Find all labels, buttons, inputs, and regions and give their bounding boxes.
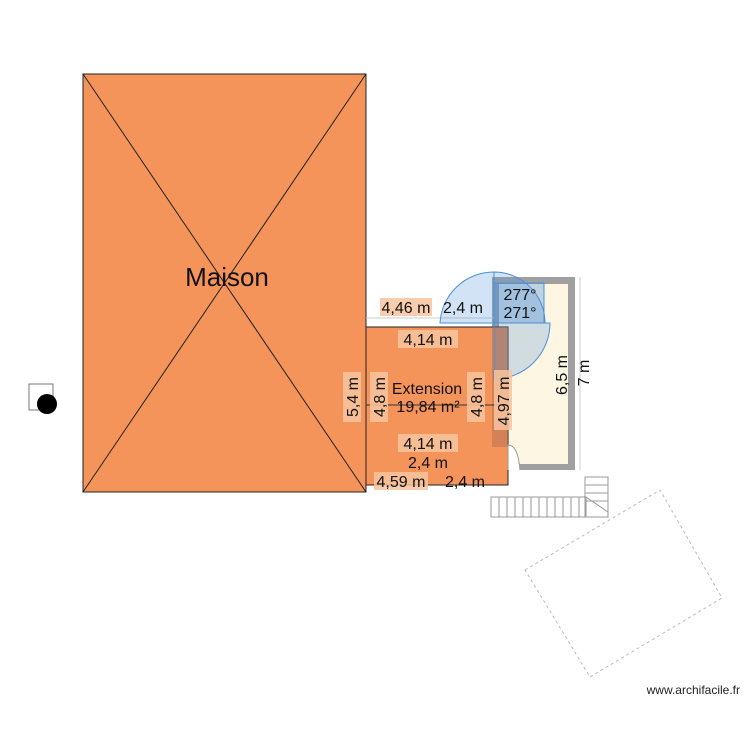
black-circle[interactable] [37,394,57,414]
dim-ext-bottom-overlap: 2,4 m [408,455,448,472]
dim-room-inner: 6,5 m [554,355,571,395]
door-swing[interactable] [439,271,551,380]
dim-ext-right-outer: 4,97 m [496,377,513,426]
room-area-extension: 19,84 m² [396,399,460,416]
room-maison[interactable]: Maison [82,73,367,493]
dimension-labels: 4,46 m 2,4 m 4,14 m 5,4 m 4,8 m Extensio… [343,287,593,491]
dim-ext-left-inner: 4,8 m [372,377,389,417]
dim-ext-top-inner: 4,14 m [404,332,453,349]
dim-room-outer: 7 m [576,360,593,387]
angle-label-2: 271° [503,305,536,322]
dim-ext-bottom-overlap2: 2,4 m [445,474,485,491]
dim-ext-top-overlap: 2,4 m [443,300,483,317]
watermark: www.archifacile.fr [646,683,740,697]
dim-ext-right-inner: 4,8 m [469,377,486,417]
angle-label-1: 277° [503,287,536,304]
dim-ext-bottom-inner: 4,14 m [404,436,453,453]
dim-ext-top-outer: 4,46 m [382,300,431,317]
dim-ext-bottom-outer: 4,59 m [377,474,426,491]
room-label-maison: Maison [185,262,269,292]
terrain-outline [524,489,723,678]
stairs[interactable] [490,476,609,518]
room-label-extension: Extension [392,381,462,398]
dim-ext-left-outer: 5,4 m [345,377,362,417]
